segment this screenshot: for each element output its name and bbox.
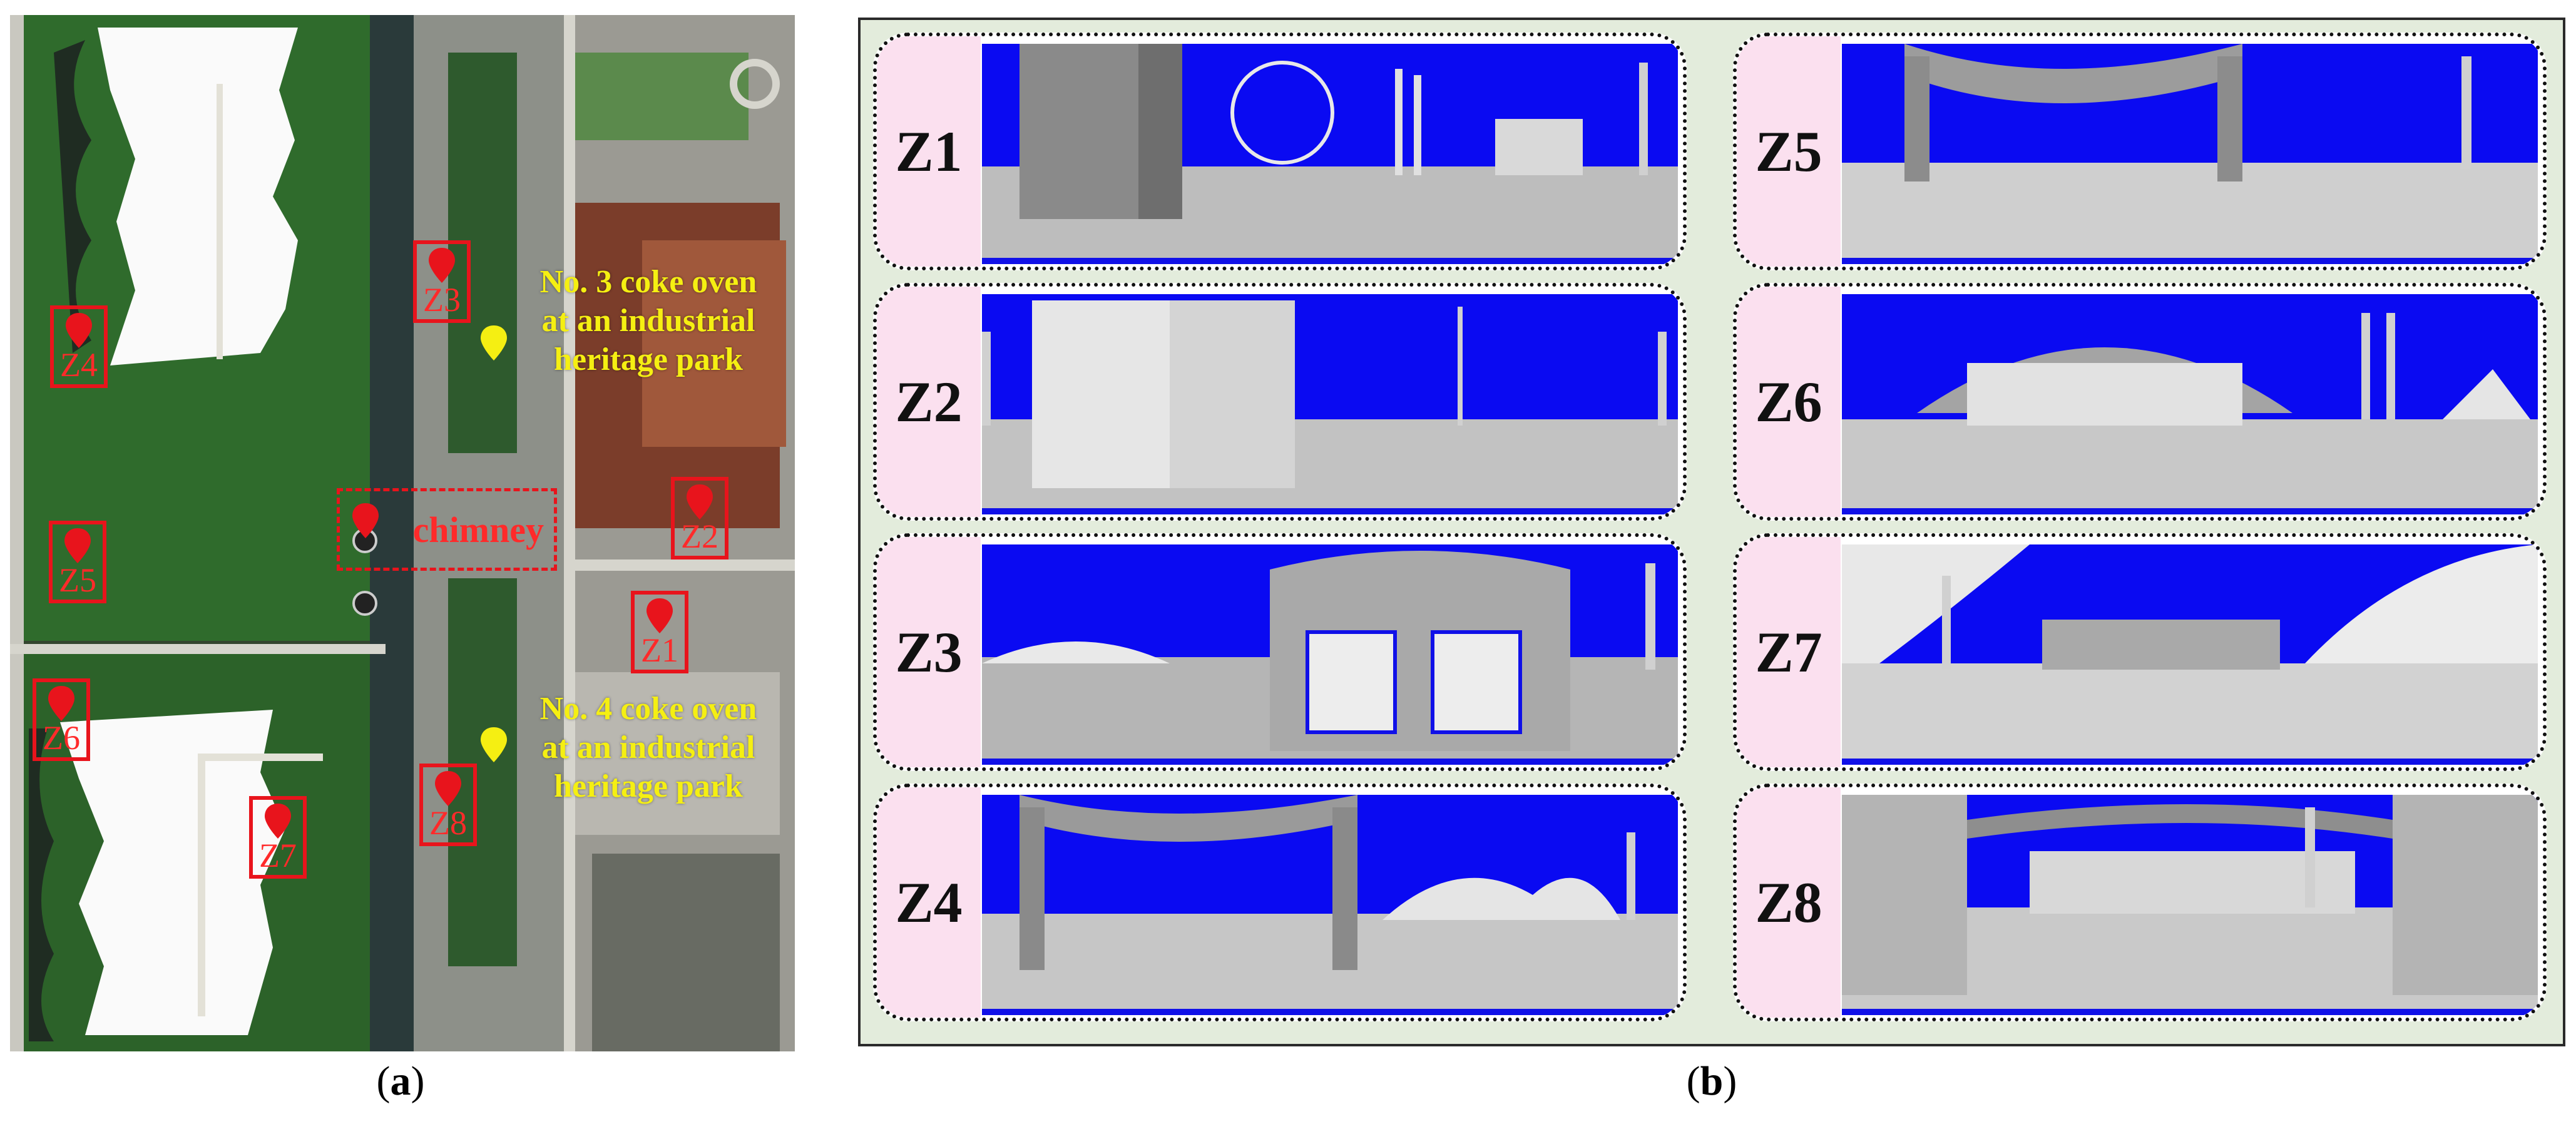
panorama-cell-z8: Z8 (1733, 784, 2547, 1021)
map-zone-label: Z6 (43, 719, 80, 757)
panorama-scene (1842, 544, 2538, 759)
panorama-label: Z4 (877, 787, 981, 1018)
panorama-image (982, 294, 1678, 514)
annotation-line: at an industrial (541, 303, 755, 339)
annotation-line: at an industrial (541, 730, 755, 765)
panorama-cell-z1: Z1 (873, 33, 1687, 270)
panorama-image (1842, 795, 2538, 1015)
panorama-scene (982, 44, 1678, 258)
panorama-label: Z6 (1737, 287, 1841, 517)
location-pin-icon (265, 804, 291, 839)
map-zone-label: Z5 (59, 561, 96, 599)
location-pin-icon (64, 528, 91, 563)
map-zone-z4: Z4 (50, 305, 108, 388)
annotation-line: heritage park (554, 342, 743, 377)
annotation-line: No. 3 coke oven (539, 264, 757, 300)
coke-oven-3-pin-icon (481, 325, 507, 360)
coke-oven-4-pin-icon (481, 727, 507, 762)
map-zone-label: Z3 (423, 281, 461, 319)
map-zone-z2: Z2 (671, 477, 728, 559)
panorama-label: Z2 (877, 287, 981, 517)
map-zone-z3: Z3 (413, 240, 471, 323)
aerial-map-imagery (10, 15, 795, 1051)
panorama-scene (982, 544, 1678, 759)
map-zone-z5: Z5 (49, 521, 106, 603)
panorama-label: Z7 (1737, 537, 1841, 767)
panorama-image (1842, 294, 2538, 514)
panorama-cell-z5: Z5 (1733, 33, 2547, 270)
map-zone-z7: Z7 (249, 796, 307, 879)
map-zone-label: Z7 (259, 837, 297, 874)
map-zone-z8: Z8 (419, 764, 477, 846)
panorama-image (1842, 544, 2538, 765)
panorama-cell-z4: Z4 (873, 784, 1687, 1021)
panel-b-letter: b (1700, 1058, 1724, 1104)
panorama-scene (1842, 795, 2538, 1009)
panorama-grid: Z1 Z2 (858, 18, 2565, 1046)
panorama-scene (982, 795, 1678, 1009)
location-pin-icon (647, 598, 673, 633)
panorama-image (1842, 44, 2538, 264)
location-pin-icon (66, 313, 92, 348)
panorama-scene (1842, 294, 2538, 508)
annotation-line: No. 4 coke oven (539, 691, 757, 727)
panorama-label: Z8 (1737, 787, 1841, 1018)
panorama-label: Z1 (877, 36, 981, 267)
panorama-scene (1842, 44, 2538, 258)
chimney-pin-icon (352, 503, 379, 538)
panorama-scene (982, 294, 1678, 508)
panel-b-caption: (b) (1686, 1058, 1737, 1104)
annotation-line: heritage park (554, 769, 743, 804)
panorama-cell-z7: Z7 (1733, 533, 2547, 771)
map-zone-z1: Z1 (631, 591, 688, 673)
map-zone-label: Z1 (641, 631, 678, 669)
location-pin-icon (687, 484, 713, 519)
panorama-label: Z3 (877, 537, 981, 767)
location-pin-icon (429, 248, 455, 283)
panorama-cell-z3: Z3 (873, 533, 1687, 771)
panorama-image (982, 44, 1678, 264)
panorama-cell-z6: Z6 (1733, 283, 2547, 521)
aerial-map: Z1 Z2 Z3 Z4 Z5 Z6 Z7 Z8 chimney No. 3 co… (10, 15, 795, 1051)
location-pin-icon (435, 771, 461, 806)
coke-oven-3-annotation: No. 3 coke oven at an industrial heritag… (511, 263, 786, 379)
map-zone-label: Z2 (681, 518, 718, 555)
map-zone-label: Z4 (60, 346, 98, 384)
map-zone-z6: Z6 (33, 678, 90, 761)
panorama-cell-z2: Z2 (873, 283, 1687, 521)
panel-a-letter: a (390, 1058, 411, 1104)
panorama-label: Z5 (1737, 36, 1841, 267)
map-zone-label: Z8 (429, 804, 467, 842)
chimney-label: chimney (412, 509, 544, 550)
panorama-image (982, 795, 1678, 1015)
chimney-marker: chimney (337, 488, 557, 571)
location-pin-icon (48, 686, 74, 721)
coke-oven-4-annotation: No. 4 coke oven at an industrial heritag… (511, 690, 786, 806)
panorama-image (982, 544, 1678, 765)
panel-a-caption: (a) (376, 1058, 425, 1104)
